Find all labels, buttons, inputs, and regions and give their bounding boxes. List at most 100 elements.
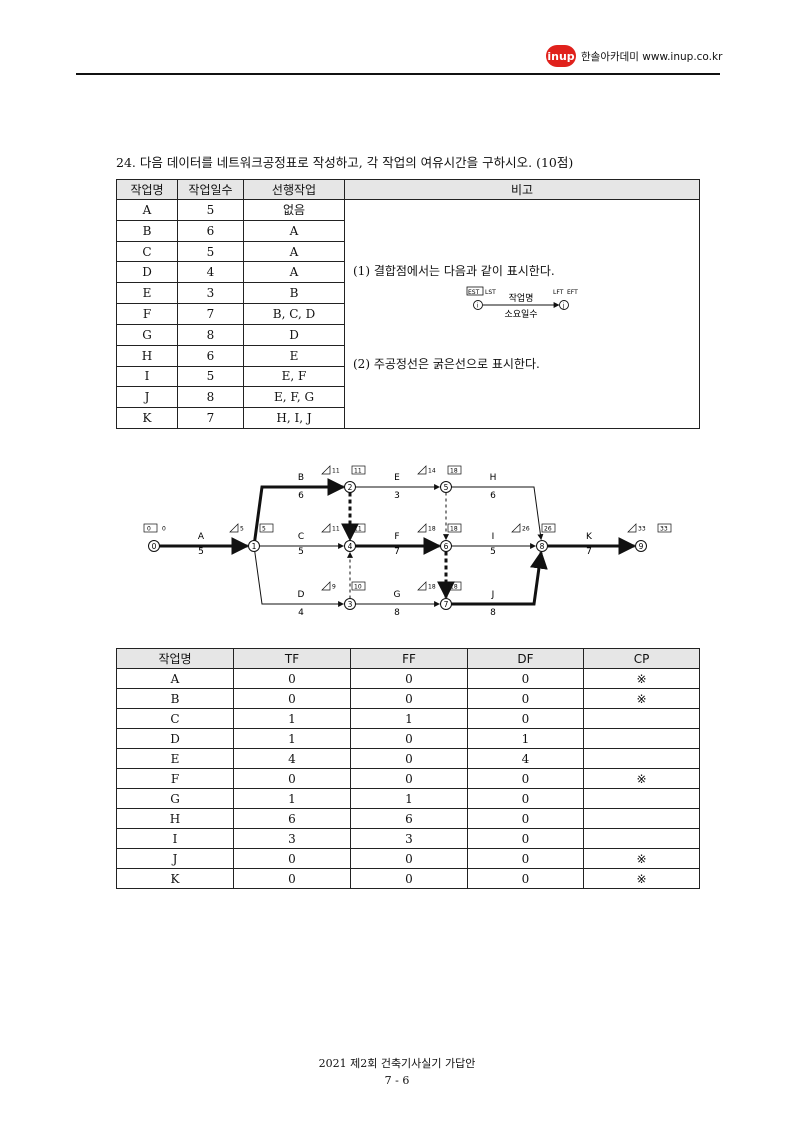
- critical-path-mark: ※: [583, 868, 700, 889]
- time-triangle: [417, 523, 427, 533]
- table-cell: 5: [177, 240, 244, 263]
- critical-path-mark: [583, 808, 700, 829]
- node-number: 8: [540, 542, 545, 551]
- time-box: [351, 581, 366, 591]
- node-est: 18: [428, 526, 436, 533]
- table-header-row: 작업명 작업일수 선행작업 비고: [116, 179, 700, 200]
- col-header: 작업명: [116, 179, 178, 200]
- critical-path-mark: ※: [583, 688, 700, 709]
- critical-path-mark: [583, 728, 700, 749]
- table-cell: A: [243, 240, 345, 263]
- table-cell: K: [116, 868, 234, 889]
- table-cell: E, F: [243, 365, 345, 388]
- node-2: [344, 481, 356, 493]
- time-box: [447, 581, 462, 591]
- node-number: 2: [348, 483, 353, 492]
- table-cell: 0: [350, 848, 468, 869]
- activity-duration: 6: [490, 491, 496, 501]
- footer-title: 2021 제2회 건축기사실기 가답안: [318, 1057, 476, 1070]
- table-cell: G: [116, 323, 178, 346]
- node-lst: 11: [354, 526, 362, 533]
- time-box: [259, 523, 274, 533]
- table-cell: D: [116, 728, 234, 749]
- table-cell: 1: [467, 728, 584, 749]
- table-cell: 0: [467, 688, 584, 709]
- table-cell: 3: [177, 282, 244, 305]
- table-header-row: 작업명 TF FF DF CP: [116, 648, 700, 669]
- legend-est: EST: [468, 289, 480, 296]
- node-number: 7: [444, 600, 449, 609]
- activity-label: G: [394, 590, 401, 600]
- table-cell: H: [116, 808, 234, 829]
- table-cell: A: [243, 261, 345, 284]
- table-cell: C: [116, 240, 178, 263]
- table-cell: 0: [350, 748, 468, 769]
- critical-path-mark: [583, 708, 700, 729]
- time-box: [447, 523, 462, 533]
- table-cell: B: [116, 688, 234, 709]
- node-lst: 18: [450, 584, 458, 591]
- node-lst: 0: [162, 526, 166, 533]
- table-cell: 6: [177, 219, 244, 242]
- col-header: 비고: [344, 179, 700, 200]
- table-cell: 0: [233, 848, 351, 869]
- table-cell: H: [116, 344, 178, 367]
- activity-label: H: [490, 473, 497, 483]
- node-lst: 18: [450, 468, 458, 475]
- table-cell: J: [116, 386, 178, 409]
- activity-duration: 8: [394, 608, 400, 618]
- col-header: CP: [583, 648, 700, 669]
- table-cell: K: [116, 407, 178, 429]
- table-cell: 0: [233, 668, 351, 689]
- activity-arrow-j: [451, 550, 548, 606]
- brand-text: 한솔아카데미 www.inup.co.kr: [581, 51, 723, 63]
- node-3: [344, 598, 356, 610]
- table-cell: E: [116, 282, 178, 305]
- table-cell: 1: [350, 708, 468, 729]
- node-lst: 10: [354, 584, 362, 591]
- table-cell: B: [116, 219, 178, 242]
- table-cell: 0: [350, 728, 468, 749]
- header-rule: [76, 73, 720, 75]
- critical-path-mark: [583, 788, 700, 809]
- node-est: 9: [332, 584, 336, 591]
- table-cell: D: [243, 323, 345, 346]
- node-number: 5: [444, 483, 449, 492]
- table-cell: 5: [177, 365, 244, 388]
- time-triangle: [321, 581, 331, 591]
- node-4: [344, 540, 356, 552]
- legend-lst: LST: [485, 289, 496, 296]
- table-cell: 0: [350, 868, 468, 889]
- table-cell: F: [116, 303, 178, 325]
- legend-duration: 소요일수: [504, 309, 537, 320]
- table-cell: A: [116, 199, 178, 221]
- activity-duration: 3: [394, 491, 400, 501]
- node-number: 0: [152, 542, 157, 551]
- node-5: [440, 481, 452, 493]
- table-cell: 없음: [243, 199, 345, 221]
- node-est: 14: [428, 468, 436, 475]
- node-est: 5: [240, 526, 244, 533]
- legend-eft: EFT: [567, 289, 578, 296]
- table-cell: D: [116, 261, 178, 284]
- time-triangle: [321, 523, 331, 533]
- time-box: [541, 523, 556, 533]
- activity-label: C: [298, 532, 304, 542]
- node-number: 1: [252, 542, 257, 551]
- time-triangle: [627, 523, 637, 533]
- table-cell: 4: [233, 748, 351, 769]
- legend-task: 작업명: [509, 293, 534, 304]
- time-triangle: [229, 523, 239, 533]
- activity-duration: 6: [298, 491, 304, 501]
